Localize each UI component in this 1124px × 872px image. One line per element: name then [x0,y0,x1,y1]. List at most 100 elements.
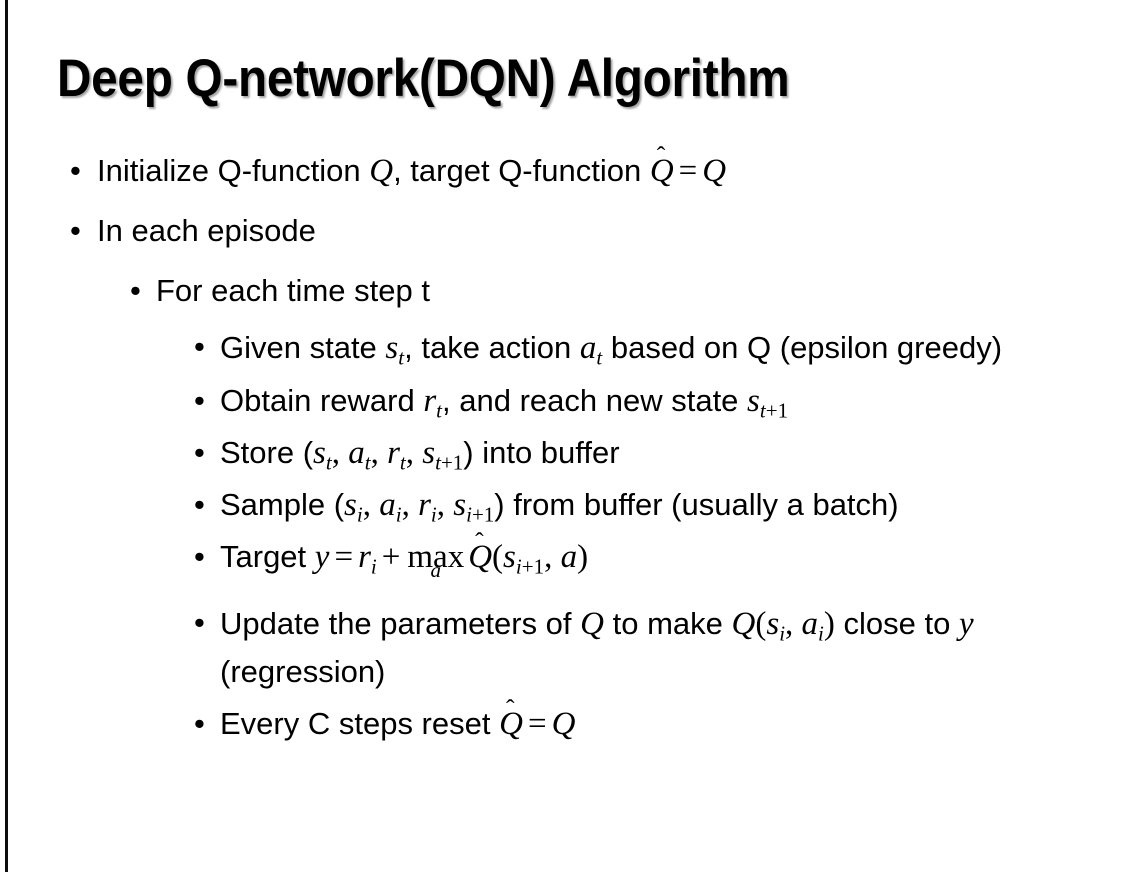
math-var-Q: Q [468,539,493,575]
list-item-text: For each time step t [156,273,430,308]
math-var-base: s [503,539,516,575]
text-run: Update the parameters of [220,606,581,641]
math-var-Q: Q [580,606,604,642]
math-paren-open: ( [755,606,767,642]
text-run: , take action [404,330,580,365]
math-subscript-index: i [466,502,472,527]
math-var-base: s [422,435,436,471]
list-item: • For each time step t [0,268,1124,314]
bullet-dot-icon: • [194,435,205,470]
math-subscript: i [818,621,824,646]
list-item-text: Given state st, take action at based on … [220,324,1090,372]
text-run: based on Q (epsilon greedy) [602,330,1003,365]
math-var-r: rt [387,435,406,473]
math-subscript-index: i [515,554,522,579]
list-item-text: Update the parameters of Q to make Q(si,… [220,600,1090,695]
math-subscript: t [436,398,443,423]
math-var-base: a [801,606,819,642]
math-subscript: i [395,502,402,527]
math-comma: , [401,487,419,523]
math-var-Q: Q [551,706,576,742]
circumflex-accent-icon: ˆ [656,141,666,171]
bullet-dot-icon: • [194,539,205,574]
text-run: , and reach new state [442,383,748,418]
text-run: , target Q-function [393,153,650,188]
text-run: ) from buffer (usually a batch) [494,487,899,522]
math-var-Q: Q [649,153,674,189]
math-var-Q: Q [499,706,523,742]
math-paren-close: ) [577,539,589,575]
math-var-r: ri [418,487,437,525]
math-var-base: r [358,539,371,575]
math-var-s: si [344,487,363,527]
math-operator-max-label: max [407,539,465,575]
text-run: Target [220,539,315,574]
math-subscript-index: t [435,450,441,475]
slide-left-rule [5,0,8,872]
math-subscript: i [370,554,377,579]
math-var-base: r [418,487,431,523]
math-operator-equals: = [527,706,547,742]
math-var-s: st+1 [747,383,788,422]
circumflex-accent-icon: ˆ [475,527,484,557]
math-var-base: s [344,487,357,523]
bullet-dot-icon: • [194,383,205,418]
text-run: ) into buffer [463,435,620,470]
bullet-dot-icon: • [194,329,205,364]
math-subscript: t [596,345,603,370]
circumflex-accent-icon: ˆ [506,694,515,724]
math-var-r: rt [423,383,443,423]
math-var-base: r [387,435,400,471]
text-run: Given state [220,330,386,365]
math-var-a: ai [379,487,402,527]
bullet-dot-icon: • [70,153,81,188]
math-operator-max-underset: a [430,558,442,583]
list-item-text: Obtain reward rt, and reach new state st… [220,378,1090,424]
math-comma: , [331,435,349,471]
bullet-dot-icon: • [130,273,141,308]
list-item: • In each episode [0,208,1124,254]
math-subscript: t+1 [760,398,788,422]
list-item: • Given state st, take action at based o… [0,324,1124,372]
math-operator-equals: = [678,153,698,189]
math-subscript: i [356,502,363,527]
math-var-base: s [453,487,467,523]
math-var-base: a [379,487,396,523]
math-comma: , [544,539,561,575]
math-var-y: y [958,606,974,642]
math-var-base: s [766,606,780,642]
list-item: • Sample (si, ai, ri, si+1) from buffer … [0,482,1124,528]
bullet-dot-icon: • [70,213,81,248]
math-operator-equals: = [334,539,354,575]
math-var-base: a [579,330,597,366]
list-item: • Initialize Q-function Q, target Q-func… [0,143,1124,194]
text-run: close to [834,606,959,641]
math-subscript: t [398,345,405,370]
math-var-s: st [385,330,405,370]
math-comma: , [370,435,388,471]
text-run: Sample ( [220,487,345,522]
math-operator-plus: + [381,539,401,575]
math-var-s: st+1 [422,435,463,475]
text-run: to make [604,606,732,641]
math-var-y: y [314,539,330,575]
text-run: Store ( [220,435,314,470]
math-subscript: i+1 [516,554,544,578]
math-subscript-offset: +1 [471,502,495,527]
bullet-dot-icon: • [194,487,205,522]
list-item-text: Sample (si, ai, ri, si+1) from buffer (u… [220,482,1090,528]
math-var-a: at [348,435,370,473]
math-var-s: si+1 [453,487,495,527]
text-run: (regression) [220,654,386,689]
list-item-text: In each episode [97,213,316,248]
text-run: Every C steps reset [220,706,500,741]
math-var-a: at [579,330,603,370]
math-var-base: s [747,383,760,419]
list-item: • Obtain reward rt, and reach new state … [0,378,1124,424]
